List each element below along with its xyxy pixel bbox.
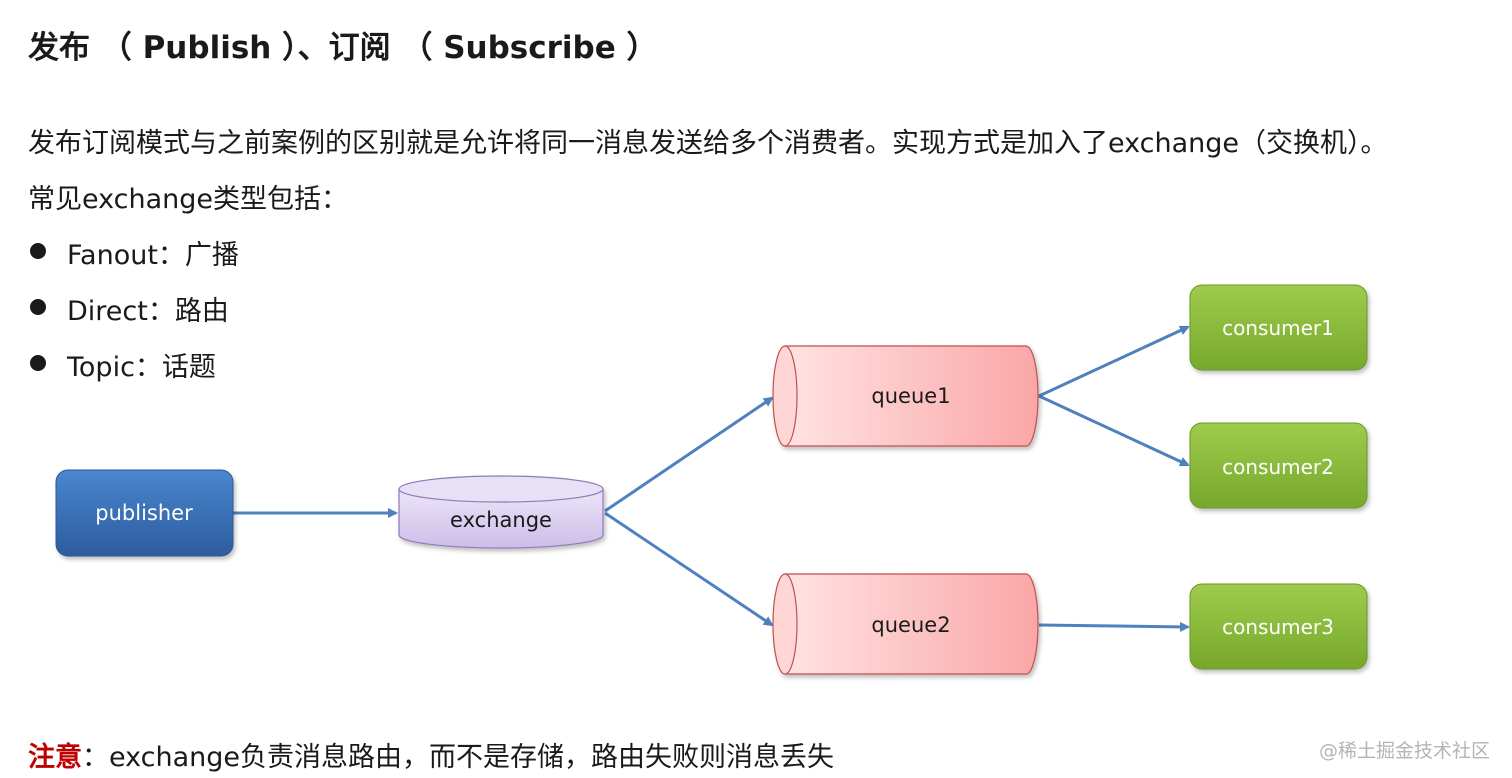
edge-exchange-queue2	[604, 511, 774, 627]
note-text: ：exchange负责消息路由，而不是存储，路由失败则消息丢失	[82, 742, 835, 773]
edge-queue1-consumer2	[1038, 394, 1190, 467]
edge-queue2-consumer3	[1038, 621, 1190, 632]
bullet-icon	[30, 243, 46, 259]
page-title: 发布 （ Publish ）、订阅 （ Subscribe ）	[28, 30, 658, 66]
exchange-label: exchange	[450, 508, 552, 532]
list-item: Direct：路由	[28, 289, 239, 345]
publisher-node	[55, 469, 234, 557]
queue1-label: queue1	[871, 384, 950, 408]
intro-paragraph: 发布订阅模式与之前案例的区别就是允许将同一消息发送给多个消费者。实现方式是加入了…	[28, 128, 1388, 159]
consumer2-node	[1189, 422, 1368, 509]
list-item-label: Direct：路由	[67, 296, 229, 327]
consumer3-label: consumer3	[1222, 615, 1334, 639]
note-line: 注意：exchange负责消息路由，而不是存储，路由失败则消息丢失	[28, 735, 834, 774]
exchange-types-heading: 常见exchange类型包括：	[28, 184, 349, 215]
list-item: Topic：话题	[28, 345, 239, 401]
bullet-icon	[30, 355, 46, 371]
note-label: 注意	[28, 742, 82, 773]
list-item-label: Fanout：广播	[67, 240, 239, 271]
edge-queue1-consumer1	[1038, 325, 1190, 398]
list-item: Fanout：广播	[28, 233, 239, 289]
exchange-node	[398, 475, 604, 549]
edges	[233, 325, 1190, 632]
consumer2-label: consumer2	[1222, 455, 1334, 479]
edge-exchange-queue1	[604, 396, 774, 513]
list-item-label: Topic：话题	[67, 352, 216, 383]
queue1-node	[772, 345, 1039, 447]
watermark: @稀土掘金技术社区	[1318, 740, 1490, 762]
queue2-node	[772, 573, 1039, 675]
consumer1-label: consumer1	[1222, 316, 1334, 340]
exchange-type-list: Fanout：广播 Direct：路由 Topic：话题	[28, 233, 239, 401]
publisher-label: publisher	[95, 501, 193, 525]
consumer3-node	[1189, 583, 1368, 670]
consumer1-node	[1189, 284, 1368, 371]
queue2-label: queue2	[871, 613, 950, 637]
bullet-icon	[30, 299, 46, 315]
